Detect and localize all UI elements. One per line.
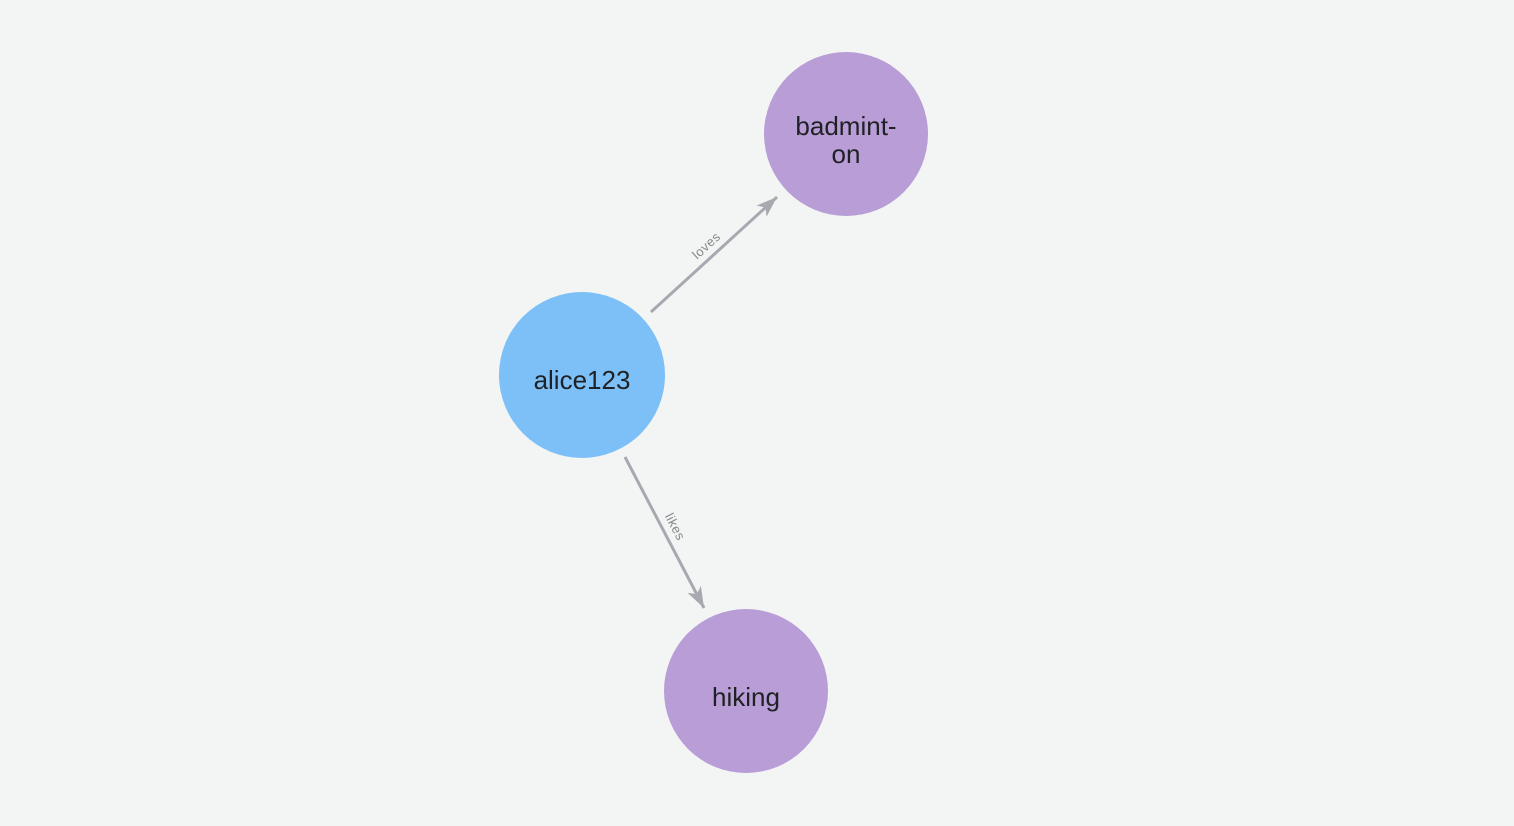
edge-line-likes[interactable]: [623, 456, 706, 609]
edge-line-loves[interactable]: [649, 195, 779, 314]
edge-loves[interactable]: loves: [649, 195, 779, 314]
node-circle-alice123[interactable]: [499, 292, 665, 458]
node-circle-badminton[interactable]: [764, 52, 928, 216]
edge-label-loves[interactable]: loves: [689, 229, 723, 262]
edge-likes[interactable]: likes: [623, 456, 706, 609]
node-alice123[interactable]: alice123: [499, 292, 665, 458]
node-circle-hiking[interactable]: [664, 609, 828, 773]
node-badminton[interactable]: badmint-on: [764, 52, 928, 216]
node-hiking[interactable]: hiking: [664, 609, 828, 773]
